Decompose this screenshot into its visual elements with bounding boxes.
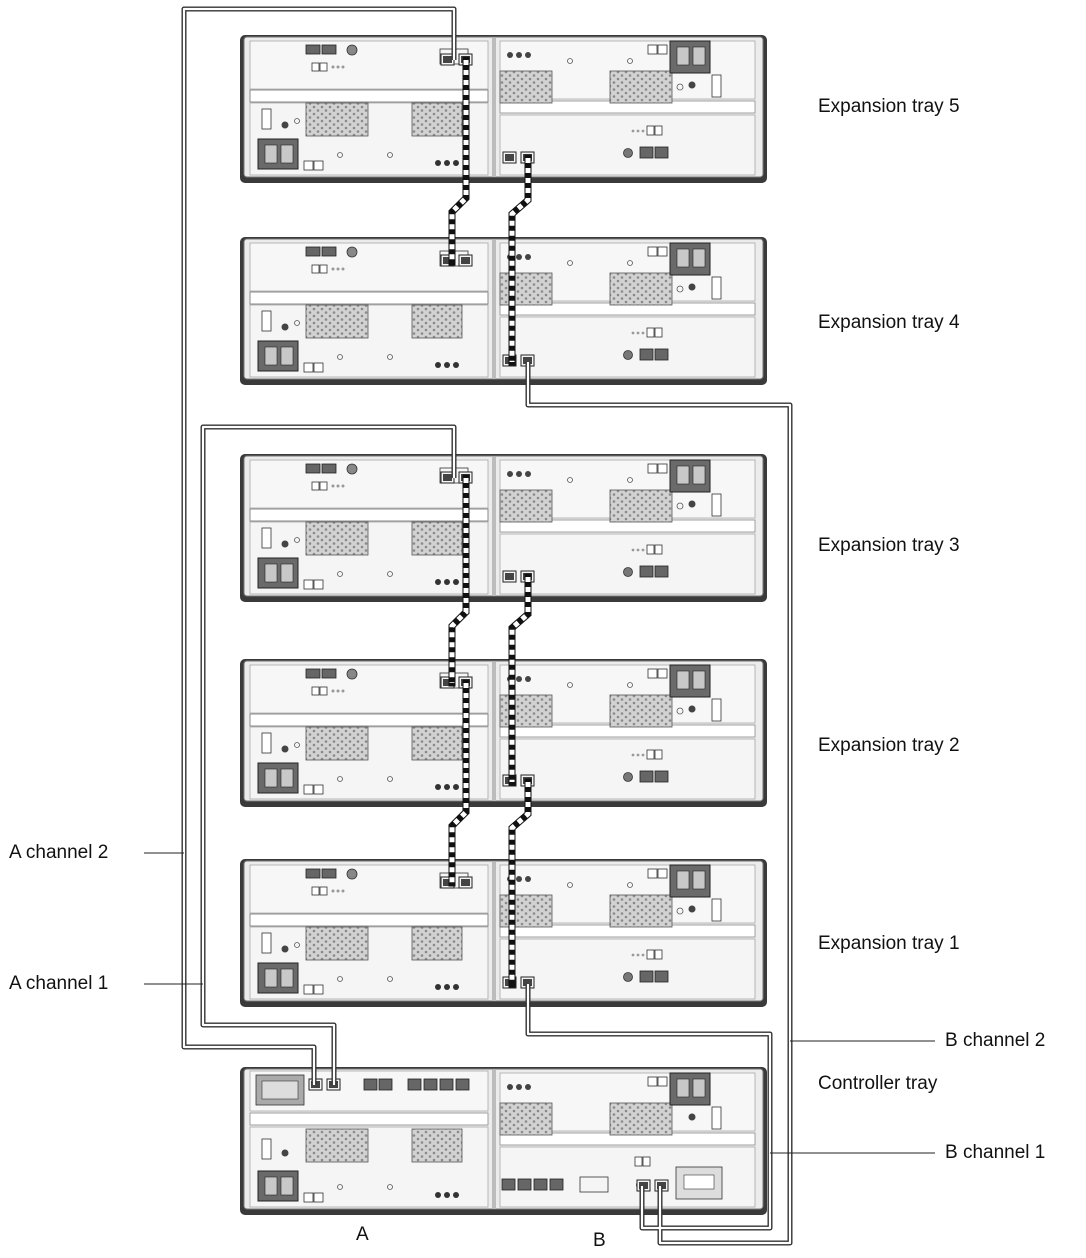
a-channel-2-label: A channel 2 (9, 842, 108, 864)
tray-label-expansion-2: Expansion tray 2 (818, 735, 960, 757)
tray-label-expansion-5: Expansion tray 5 (818, 96, 960, 118)
tray-label-controller: Controller tray (818, 1073, 937, 1095)
controller-b-label: B (593, 1230, 606, 1252)
tray-label-expansion-3: Expansion tray 3 (818, 535, 960, 557)
b-channel-2-label: B channel 2 (945, 1030, 1045, 1052)
controller-a-label: A (356, 1224, 369, 1246)
tray-label-expansion-4: Expansion tray 4 (818, 312, 960, 334)
tray-label-expansion-1: Expansion tray 1 (818, 933, 960, 955)
channel-cables (184, 9, 790, 1243)
a-channel-1-label: A channel 1 (9, 973, 108, 995)
b-channel-1-label: B channel 1 (945, 1142, 1045, 1164)
